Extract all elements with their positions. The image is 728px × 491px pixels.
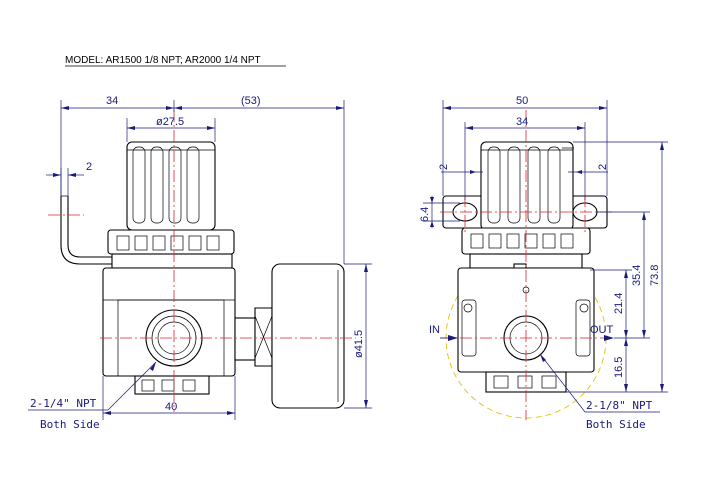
dim-2-right-b: 2: [597, 164, 609, 170]
dim-knob-diameter: ø27.5: [156, 116, 184, 128]
left-view: 34 (53) ø27.5 2 ø41.5 40 2: [28, 95, 372, 431]
dim-21-4: 21.4: [613, 293, 625, 314]
port-side-right: Both Side: [586, 418, 646, 431]
dim-73-8: 73.8: [649, 265, 661, 286]
model-title: MODEL: AR1500 1/8 NPT; AR2000 1/4 NPT: [65, 55, 261, 66]
dim-53: (53): [241, 95, 261, 107]
dim-16-5: 16.5: [613, 357, 625, 378]
bonnet: [107, 229, 235, 269]
dim-50: 50: [516, 95, 528, 107]
out-label: OUT: [590, 324, 614, 336]
port-label-left: 2-1/4" NPT: [30, 397, 97, 410]
dim-6-4: 6.4: [419, 207, 431, 222]
adjusting-knob: [126, 141, 216, 231]
dim-gauge-diameter: ø41.5: [353, 330, 365, 358]
dim-34-right: 34: [516, 116, 528, 128]
regulator-body: [102, 267, 236, 395]
mounting-bracket: [60, 196, 112, 265]
port-label-right: 2-1/8" NPT: [586, 399, 653, 412]
right-view: 50 34 2 2 6.4 73.8 35.4: [419, 95, 668, 431]
dim-2-right-a: 2: [438, 164, 450, 170]
pressure-gauge: [234, 263, 345, 409]
in-label: IN: [429, 324, 440, 336]
dim-34-left: 34: [106, 95, 118, 107]
dim-40: 40: [165, 401, 177, 413]
dim-2-left: 2: [86, 161, 92, 173]
port-side-left: Both Side: [40, 418, 100, 431]
adjusting-knob-right: [480, 141, 574, 231]
dim-35-4: 35.4: [631, 265, 643, 286]
